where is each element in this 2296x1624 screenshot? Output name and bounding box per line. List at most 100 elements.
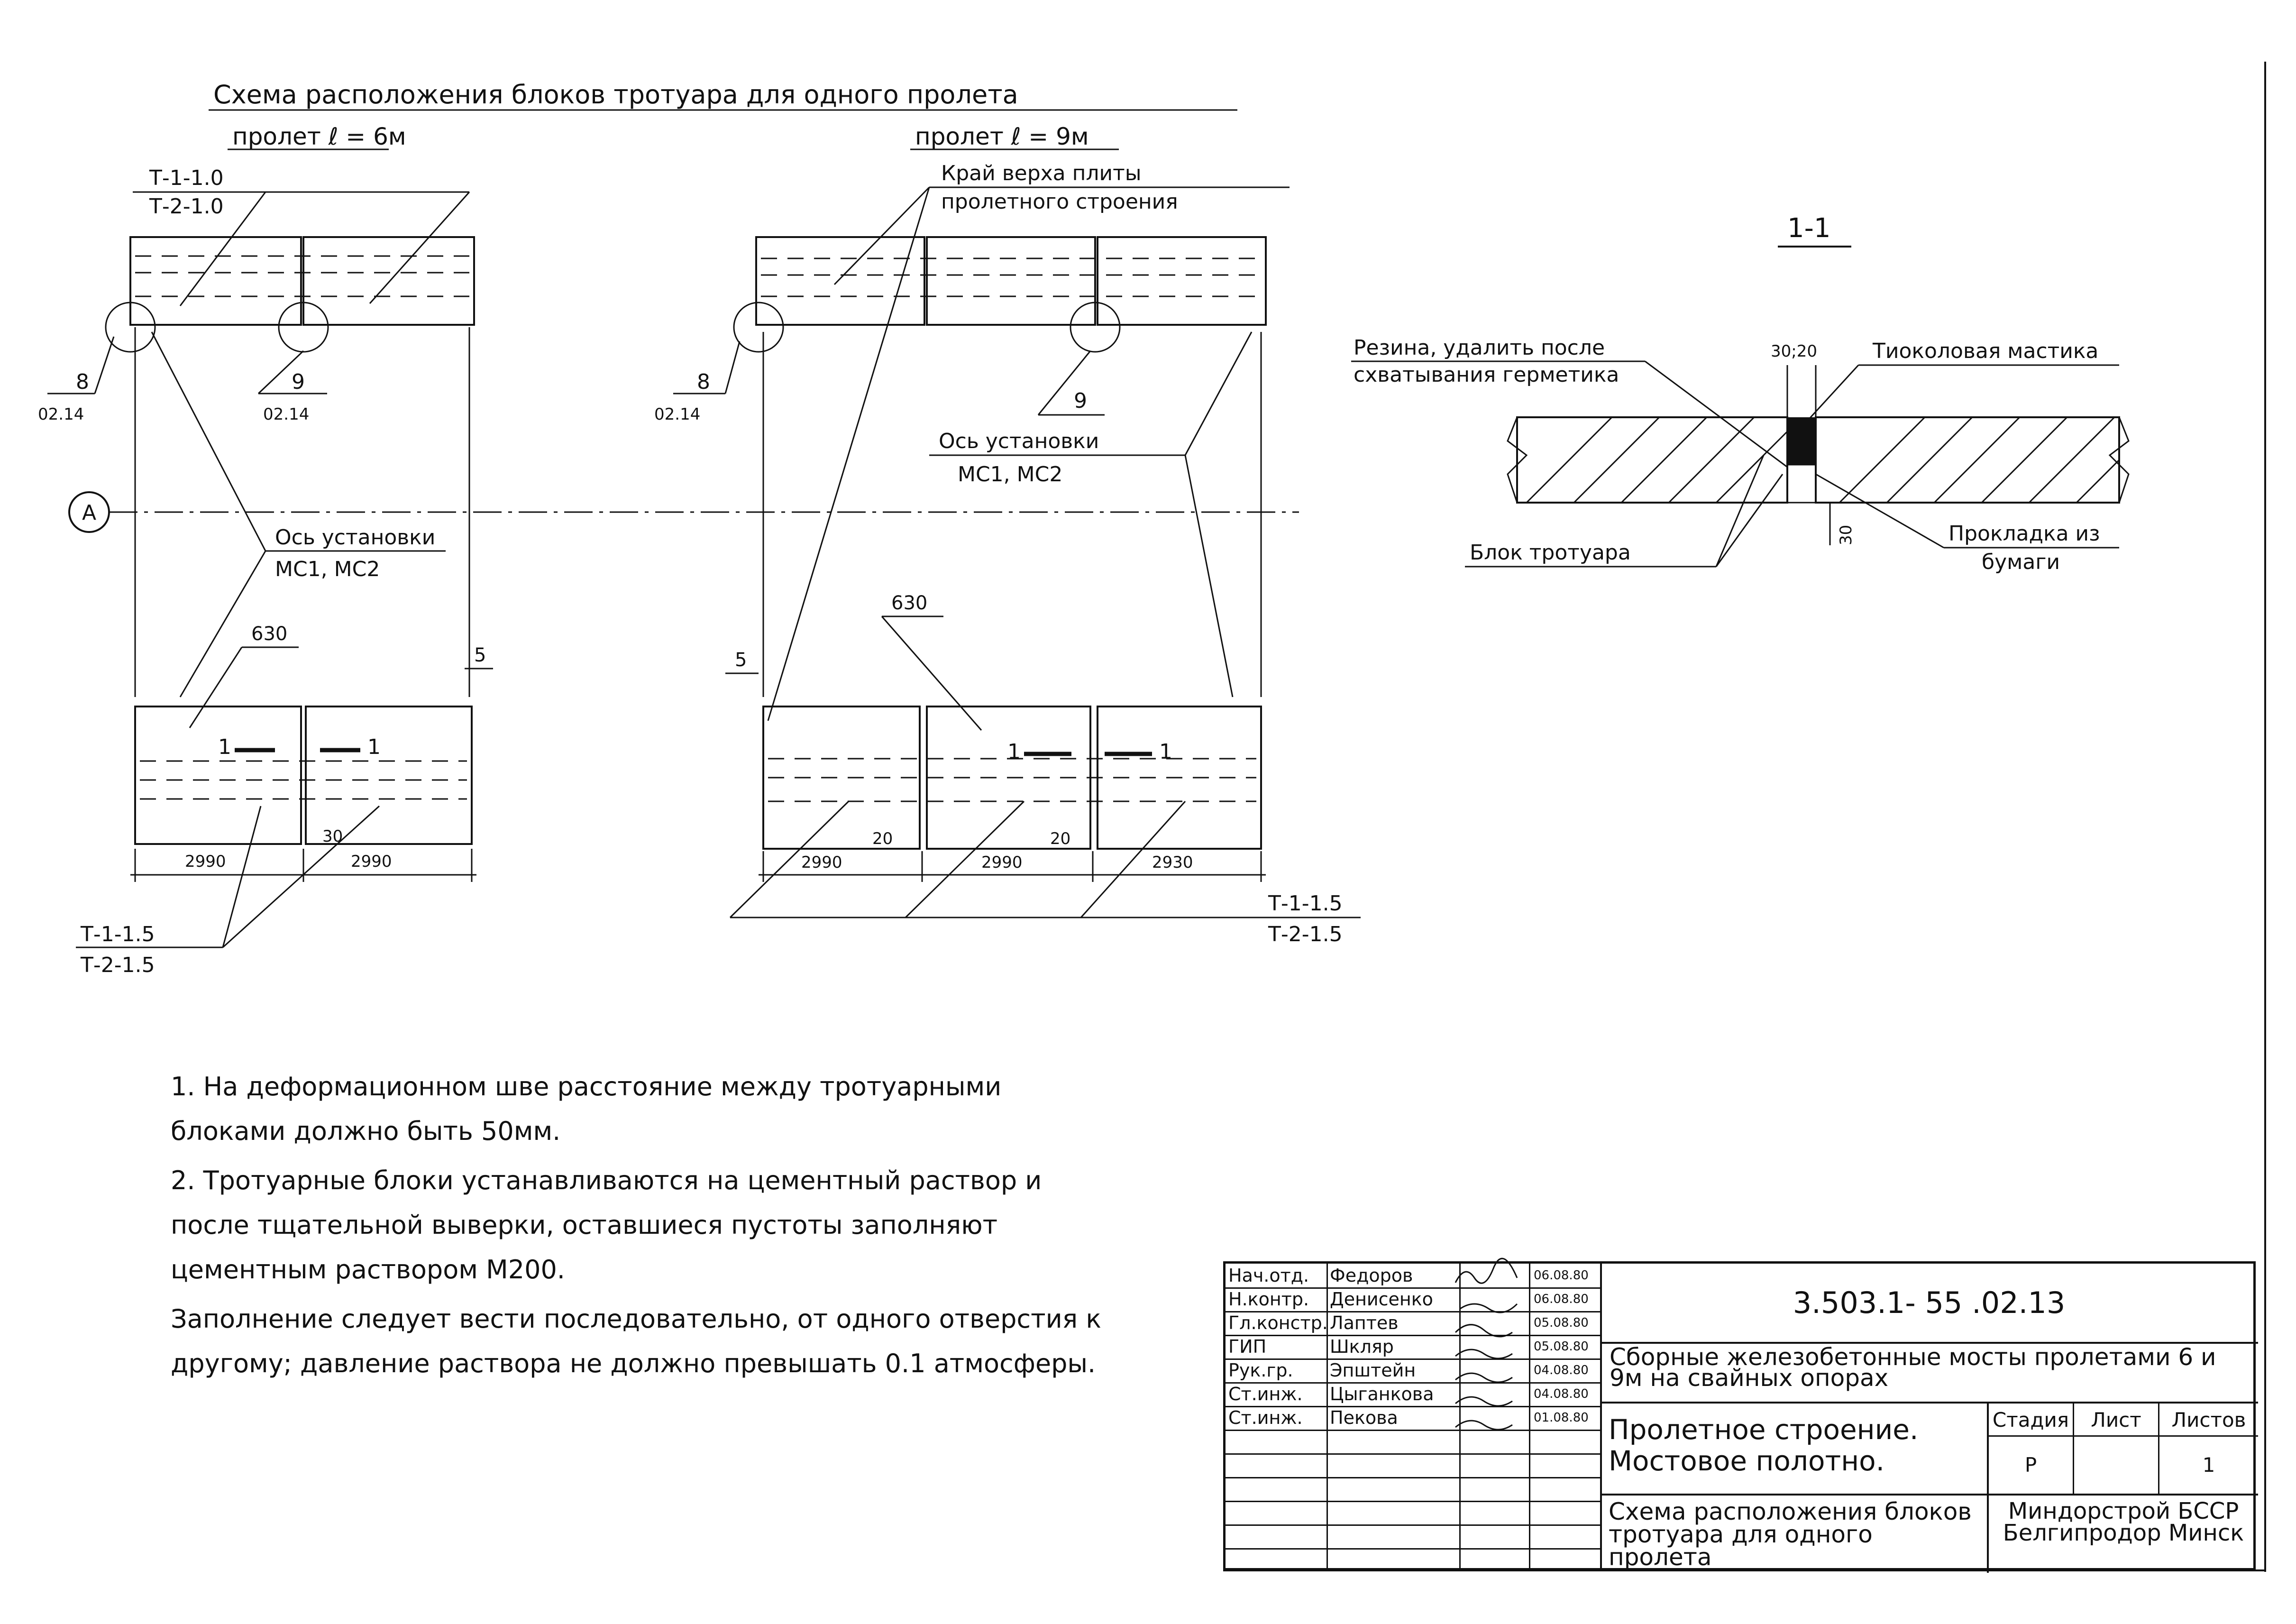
staff-role: ГИП [1228,1336,1267,1357]
stage-section: Пролетное строение. Мостовое полотно. Ст… [1600,1404,2258,1496]
staff-role: Ст.инж. [1228,1384,1303,1404]
dim-20-9m-b: 20 [1050,829,1070,848]
axis-a-label: А [82,501,96,525]
section-mark-6m-left: 1 [218,735,231,759]
axis-label-9m-1: Ось установки [939,429,1099,453]
dim-30-20: 30;20 [1771,342,1817,361]
t2-15-label-9m: Т-2-1.5 [1268,922,1343,946]
staff-row: Ст.инж. Пекова 01.08.80 [1226,1406,1600,1431]
callout-8-ref-6m: 02.14 [38,405,84,424]
section-1-1: 1-1 Резина, удалить после схватывания ге… [1351,213,2130,574]
dim-5-9m: 5 [735,649,747,671]
dim-630-6m: 630 [251,623,287,645]
dim-2990-9m-b: 2990 [981,853,1023,872]
axis-label-6m-1: Ось установки [275,525,435,550]
callout-8-6m: 8 [76,370,89,394]
rubber-label-1: Резина, удалить после [1354,336,1605,360]
dim-30-6m: 30 [322,827,343,846]
staff-date: 04.08.80 [1534,1363,1589,1377]
t1-15-label-6m: Т-1-1.5 [80,922,155,946]
staff-row: Н.контр. Денисенко 06.08.80 [1226,1287,1600,1312]
staff-date: 01.08.80 [1534,1411,1589,1425]
staff-role: Гл.констр. [1228,1312,1328,1333]
staff-row-empty [1226,1524,1600,1550]
axis-label-9m-2: МС1, МС2 [958,462,1062,486]
t1-15-label-9m: Т-1-1.5 [1268,891,1343,916]
stage-header: Стадия [1989,1404,2074,1437]
staff-role: Рук.гр. [1228,1360,1293,1381]
span6-title: пролет ℓ = 6м [232,123,406,150]
dim-2990-9m-a: 2990 [801,853,842,872]
t1-10-label: Т-1-1.0 [149,166,224,190]
callout-9-9m: 9 [1074,389,1087,413]
span-9m-plan: пролет ℓ = 9м Край верха плиты пролетног… [654,123,1361,946]
staff-role: Ст.инж. [1228,1407,1303,1428]
staff-table: Нач.отд. Федоров 06.08.80 Н.контр. Денис… [1226,1264,1602,1568]
main-title: Схема расположения блоков тротуара для о… [213,80,1018,110]
callout-9-6m: 9 [292,370,305,394]
dim-2930-9m: 2930 [1152,853,1193,872]
axis-label-6m-2: МС1, МС2 [275,557,380,581]
section-mark-6m-right: 1 [367,735,381,759]
staff-role: Нач.отд. [1228,1265,1309,1286]
organization: Миндорстрой БССР Белгипродор Минск [2003,1498,2244,1546]
edge-label-1: Край верха плиты [941,161,1142,185]
sheets-value: 1 [2202,1453,2215,1477]
document-code: 3.503.1- 55 .02.13 [1600,1264,2258,1344]
sheet-header: Лист [2074,1404,2159,1437]
part-name: Пролетное строение. Мостовое полотно. [1600,1404,1989,1494]
staff-row: ГИП Шкляр 05.08.80 [1226,1335,1600,1360]
staff-name: Пекова [1330,1407,1398,1428]
staff-row-empty [1226,1430,1600,1455]
staff-row-empty [1226,1453,1600,1478]
callout-8-9m: 8 [697,370,710,394]
stage-grid: Стадия Лист Листов Р 1 [1989,1404,2258,1494]
mastic-label: Тиоколовая мастика [1872,339,2098,363]
t2-10-label: Т-2-1.0 [149,194,224,219]
staff-date: 05.08.80 [1534,1340,1589,1354]
sheet-title: Схема расположения блоков тротуара для о… [1600,1494,1989,1573]
pad-label-2: бумаги [1982,550,2060,574]
edge-label-2: пролетного строения [941,190,1178,214]
dim-30-vertical: 30 [1837,525,1856,545]
rubber-label-2: схватывания герметика [1354,363,1619,387]
section-mark-9m-right: 1 [1159,740,1172,764]
t2-15-label-6m: Т-2-1.5 [80,953,155,977]
sheet-value [2074,1437,2159,1494]
dim-2990-6m-a: 2990 [185,852,226,871]
sheets-header: Листов [2159,1404,2258,1437]
staff-row: Ст.инж. Цыганкова 04.08.80 [1226,1382,1600,1407]
staff-date: 06.08.80 [1534,1292,1589,1306]
note-1: 1. На деформационном шве расстояние межд… [171,1072,1002,1146]
signatures [1454,1257,1518,1431]
dim-20-9m-a: 20 [872,829,893,848]
dim-5-6m: 5 [474,644,486,666]
staff-row-empty [1226,1477,1600,1502]
section-mark-9m-left: 1 [1007,740,1021,764]
staff-date: 06.08.80 [1534,1268,1589,1283]
dim-630-9m: 630 [891,592,927,614]
stage-value: Р [1989,1437,2074,1494]
staff-name: Федоров [1330,1265,1413,1286]
project-description: Сборные железобетонные мосты пролетами 6… [1600,1342,2258,1404]
title-block: Нач.отд. Федоров 06.08.80 Н.контр. Денис… [1223,1261,2258,1573]
dim-2990-6m-b: 2990 [351,852,392,871]
callout-8-ref-9m: 02.14 [654,405,700,424]
staff-role: Н.контр. [1228,1289,1309,1310]
staff-row-empty [1226,1501,1600,1526]
staff-row: Гл.констр. Лаптев 05.08.80 [1226,1311,1600,1336]
pad-label-1: Прокладка из [1948,522,2100,546]
staff-name: Лаптев [1330,1312,1399,1333]
span9-title: пролет ℓ = 9м [915,123,1089,150]
notes-block: 1. На деформационном шве расстояние межд… [171,1064,1119,1386]
section-title: 1-1 [1787,213,1830,244]
note-2: 2. Тротуарные блоки устанавливаются на ц… [171,1165,1042,1285]
block-label: Блок тротуара [1470,541,1631,565]
staff-date: 04.08.80 [1534,1387,1589,1401]
staff-date: 05.08.80 [1534,1316,1589,1330]
staff-row: Нач.отд. Федоров 06.08.80 [1226,1264,1600,1289]
span-6m-plan: пролет ℓ = 6м Т-1-1.0 Т-2-1.0 8 02.14 9 … [38,123,1299,977]
staff-name: Шкляр [1330,1336,1394,1357]
staff-row: Рук.гр. Эпштейн 04.08.80 [1226,1358,1600,1384]
